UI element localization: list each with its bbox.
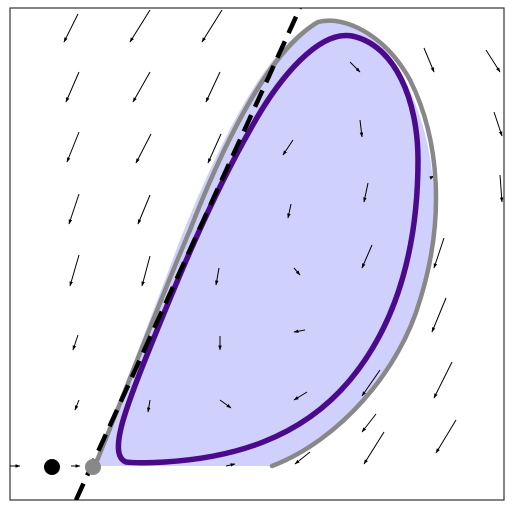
vector-field-arrow	[65, 71, 80, 103]
limit-cycle	[115, 32, 421, 466]
outer-boundary-orbit	[91, 18, 439, 471]
basin-region	[95, 20, 435, 466]
vector-field-arrow	[493, 111, 503, 137]
vector-field	[63, 9, 504, 467]
vector-field-arrow	[363, 431, 385, 465]
vector-field-arrow	[135, 133, 152, 164]
vector-field-arrow	[69, 254, 80, 287]
vector-field-arrow	[293, 391, 308, 401]
vector-field-arrow	[72, 334, 79, 351]
vector-field-arrow	[361, 413, 377, 433]
vector-field-arrow	[361, 244, 373, 269]
vector-field-arrow	[499, 174, 504, 203]
vector-field-arrow	[225, 463, 236, 467]
vector-field-arrow	[147, 399, 151, 413]
vector-field-arrow	[287, 203, 292, 219]
vector-field-arrow	[361, 369, 381, 397]
vector-field-arrow	[63, 13, 79, 43]
vector-field-arrow	[485, 49, 501, 73]
vector-field-arrow	[293, 329, 306, 333]
vector-field-arrow	[363, 182, 369, 203]
vector-field-arrow	[74, 399, 80, 411]
vector-field-arrow	[137, 194, 151, 225]
vector-field-arrow	[435, 419, 457, 454]
vector-field-arrow	[431, 297, 447, 333]
vector-field-arrow	[219, 399, 232, 409]
vector-field-arrow	[433, 361, 453, 399]
saddle-equilibrium	[85, 459, 101, 475]
vector-field-arrow	[359, 119, 364, 138]
vector-field-arrow	[205, 71, 221, 103]
vector-field-arrow	[349, 61, 361, 73]
vector-field-arrow	[433, 237, 445, 269]
vector-field-arrow	[66, 131, 80, 163]
vector-field-arrow	[207, 133, 222, 164]
vector-field-arrow	[215, 267, 220, 286]
vector-field-arrow	[201, 9, 223, 43]
vector-field-arrow	[282, 139, 294, 156]
vector-field-arrow	[141, 255, 151, 287]
stable-equilibrium	[44, 459, 60, 475]
vector-field-arrow	[132, 71, 151, 103]
vector-field-arrow	[129, 9, 151, 43]
vector-field-arrow	[68, 193, 80, 225]
separatrix-line	[73, 8, 303, 500]
vector-field-arrow	[293, 267, 301, 276]
vector-field-arrow	[423, 47, 435, 73]
vector-field-arrow	[294, 451, 311, 465]
